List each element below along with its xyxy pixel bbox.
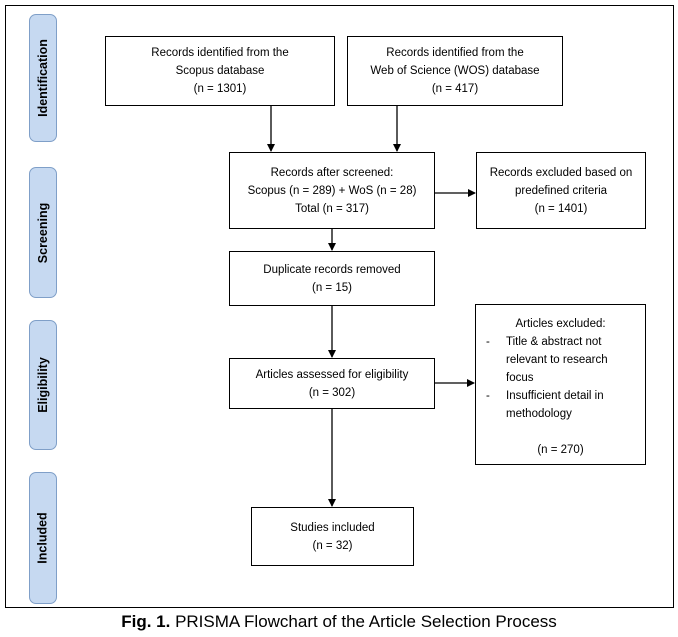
box-records-screened: Records after screened: Scopus (n = 289)… — [229, 152, 435, 229]
articles-excluded-reason: Insufficient detail in methodology — [484, 387, 637, 423]
box-screened-line2: Scopus (n = 289) + WoS (n = 28) — [247, 184, 417, 197]
box-screened-line1: Records after screened: — [270, 166, 394, 179]
box-articles-excluded: Articles excluded: Title & abstract not … — [475, 304, 646, 465]
articles-excluded-reasons: Title & abstract not relevant to researc… — [484, 333, 637, 423]
box-wos-line2: Web of Science (WOS) database — [370, 65, 540, 77]
box-scopus-records: Records identified from the Scopus datab… — [105, 36, 335, 106]
box-duplicates-removed: Duplicate records removed (n = 15) — [229, 251, 435, 306]
phase-identification: Identification — [29, 14, 57, 142]
box-studies-included: Studies included (n = 32) — [251, 507, 414, 566]
box-records-excluded-criteria: Records excluded based on predefined cri… — [476, 152, 646, 229]
box-scopus-line2: Scopus database — [175, 65, 265, 77]
phase-eligibility: Eligibility — [29, 320, 57, 450]
figure-caption: Fig. 1. PRISMA Flowchart of the Article … — [0, 612, 678, 632]
box-duplicates-count: (n = 15) — [312, 281, 352, 294]
box-scopus-count: (n = 1301) — [193, 83, 247, 95]
articles-excluded-title: Articles excluded: — [515, 318, 606, 330]
phase-screening: Screening — [29, 167, 57, 298]
figure-caption-text: PRISMA Flowchart of the Article Selectio… — [170, 612, 557, 631]
box-screened-line3: Total (n = 317) — [295, 202, 369, 215]
box-wos-line1: Records identified from the — [386, 47, 524, 59]
box-included-count: (n = 32) — [312, 539, 353, 552]
diagram-frame — [5, 5, 674, 608]
phase-included: Included — [29, 472, 57, 604]
box-duplicates-line1: Duplicate records removed — [263, 263, 401, 276]
box-wos-count: (n = 417) — [431, 83, 479, 95]
figure-caption-label: Fig. 1. — [121, 612, 171, 631]
box-excluded-criteria-line1: Records excluded based on — [489, 166, 633, 179]
box-included-line1: Studies included — [290, 521, 375, 534]
articles-excluded-reason: Title & abstract not relevant to researc… — [484, 333, 637, 387]
box-assessed-count: (n = 302) — [308, 386, 356, 399]
box-scopus-line1: Records identified from the — [151, 47, 289, 59]
box-wos-records: Records identified from the Web of Scien… — [347, 36, 563, 106]
box-excluded-criteria-count: (n = 1401) — [534, 202, 588, 215]
box-excluded-criteria-line2: predefined criteria — [514, 184, 608, 197]
articles-excluded-count: (n = 270) — [537, 444, 584, 456]
box-assessed-line1: Articles assessed for eligibility — [255, 368, 409, 381]
box-articles-assessed: Articles assessed for eligibility (n = 3… — [229, 358, 435, 409]
